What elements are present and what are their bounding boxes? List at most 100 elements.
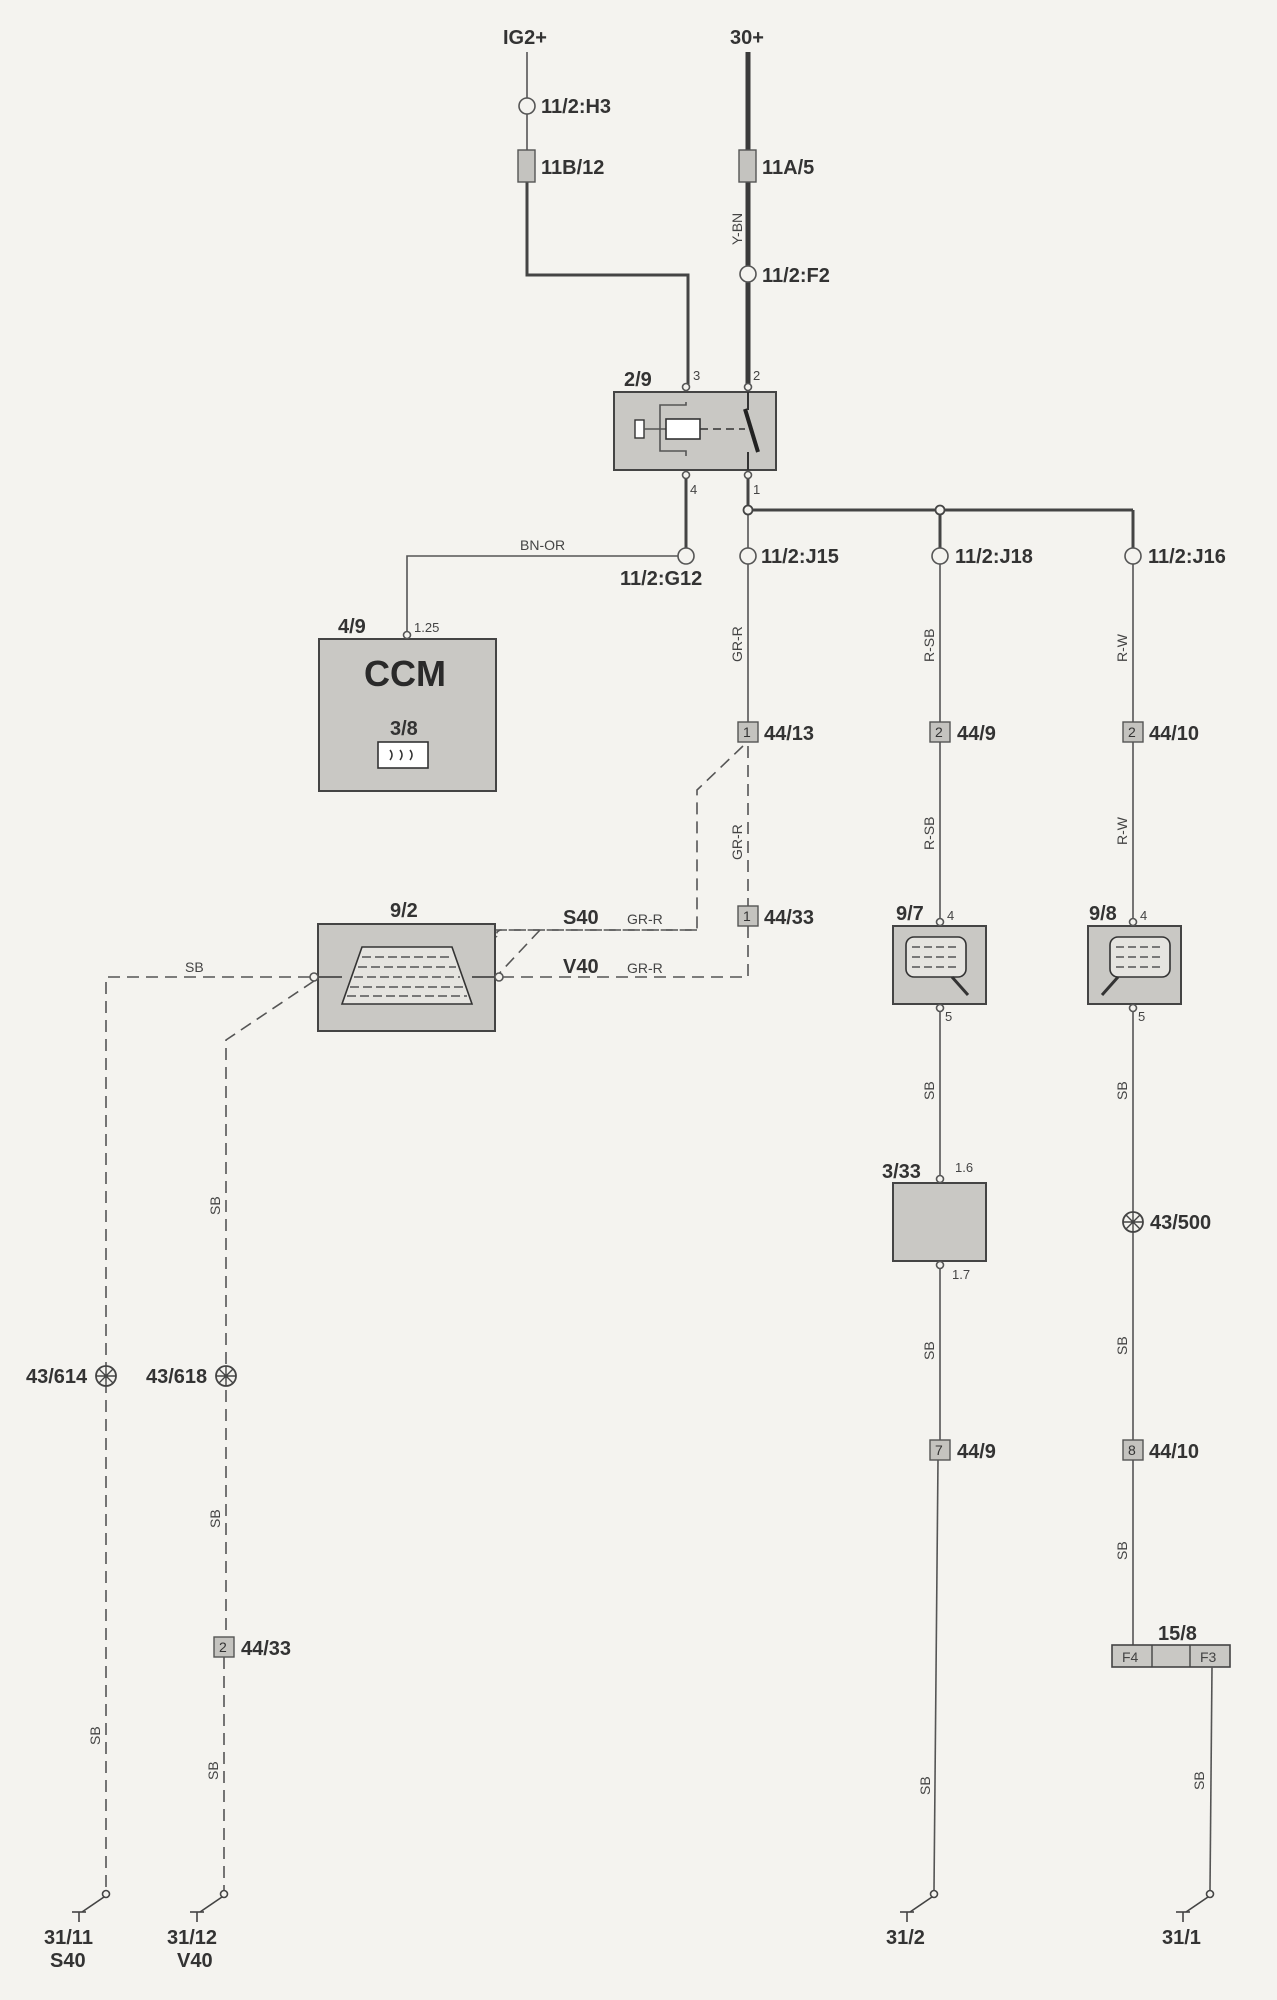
splice-500-label: 43/500 <box>1150 1212 1211 1234</box>
fuse-30-label: 11A/5 <box>762 157 814 179</box>
fuse-point-h3-label: 11/2:H3 <box>541 96 611 118</box>
wire-color-grr-v40v: GR-R <box>729 824 745 860</box>
connector-4433a-label: 44/33 <box>764 907 814 929</box>
wire-color-sb-tb: SB <box>1191 1771 1207 1790</box>
fuse-point-j16-label: 11/2:J16 <box>1148 546 1226 568</box>
fuse-point-g12-label: 11/2:G12 <box>620 568 702 590</box>
449b-to-ground-wire <box>933 1459 939 1891</box>
wire-color-grr-s40: GR-R <box>627 911 663 927</box>
fuse-ig-symbol <box>517 149 536 183</box>
ground-311-label: 31/1 <box>1162 1927 1201 1949</box>
connector-449b-box <box>929 1439 951 1461</box>
connector-4410a-label: 44/10 <box>1149 723 1199 745</box>
connector-4433a-num: 1 <box>743 908 751 924</box>
fuse-point-j15-node <box>739 547 757 565</box>
wire-color-grr-1: GR-R <box>729 626 745 662</box>
mirror-right-pin-in: 4 <box>1140 908 1147 923</box>
ig2-wire <box>525 52 690 385</box>
module-333-pin-in: 1.6 <box>955 1160 973 1175</box>
ground-3112-label: 31/12 <box>167 1927 217 1949</box>
module-333-id-label: 3/33 <box>882 1161 921 1183</box>
relay-pin1: 1 <box>753 482 760 497</box>
relay-id-label: 2/9 <box>624 369 652 391</box>
supply-ig2-label: IG2+ <box>503 27 547 49</box>
g12-to-ccm-wire <box>406 555 678 635</box>
supply-30-label: 30+ <box>730 27 764 49</box>
fuse-point-j16-node <box>1124 547 1142 565</box>
terminal-f4-label: F4 <box>1122 1649 1139 1665</box>
ccm-id-label: 4/9 <box>338 616 366 638</box>
fuse-point-g12-node <box>677 547 695 565</box>
terminal-f3-label: F3 <box>1200 1649 1217 1665</box>
s40-diagonal-wire <box>494 929 541 979</box>
connector-4433b-label: 44/33 <box>241 1638 291 1660</box>
ground-3111-label: 31/11 <box>44 1927 93 1949</box>
connector-449a-num: 2 <box>935 724 943 740</box>
module-333-pin-out: 1.7 <box>952 1267 970 1282</box>
fuse-point-j18-label: 11/2:J18 <box>955 546 1033 568</box>
wire-color-sb-v40-c: SB <box>205 1761 221 1780</box>
s40-label: S40 <box>563 907 599 929</box>
connector-449b-num: 7 <box>935 1442 943 1458</box>
splice-618-label: 43/618 <box>146 1366 207 1388</box>
ground-3111-model: S40 <box>50 1950 86 1972</box>
connector-449a-label: 44/9 <box>957 723 996 745</box>
splice-614-label: 43/614 <box>26 1366 88 1388</box>
v40-to-window-wire <box>500 926 749 978</box>
rear-window-heater <box>309 923 504 1032</box>
fuse-point-f2-label: 11/2:F2 <box>762 265 830 287</box>
wire-color-sb-333: SB <box>921 1341 937 1360</box>
terminal-block-id-label: 15/8 <box>1158 1623 1197 1645</box>
wire-color-sb-449b: SB <box>917 1776 933 1795</box>
ccm-name-label: CCM <box>364 653 446 694</box>
module-3-33 <box>892 1174 987 1270</box>
wire-color-ybn: Y-BN <box>729 213 745 245</box>
ground-311-symbol <box>1176 1889 1215 1922</box>
rear-window-ground-v40-wire <box>225 980 315 1637</box>
wire-color-sb-4410b: SB <box>1114 1541 1130 1560</box>
mirror-right-heater <box>1087 917 1182 1013</box>
wire-color-sb-s500: SB <box>1114 1336 1130 1355</box>
wire-color-rsb-1: R-SB <box>921 629 937 662</box>
wire-color-bnor: BN-OR <box>520 537 565 553</box>
splice-500-symbol <box>1122 1211 1144 1233</box>
s40-path-wire <box>494 745 744 938</box>
ccm-module <box>318 630 497 792</box>
wire-color-sb-s40-bot: SB <box>87 1726 103 1745</box>
ccm-pin-label: 1.25 <box>414 620 439 635</box>
connector-4410b-label: 44/10 <box>1149 1441 1199 1463</box>
s40-to-window-wire <box>496 929 697 937</box>
wire-color-rw-1: R-W <box>1114 633 1130 662</box>
distribution-bus <box>742 479 1135 548</box>
fuse-point-h3-node <box>518 97 536 115</box>
connector-449b-label: 44/9 <box>957 1441 996 1463</box>
mirror-left-pin-out: 5 <box>945 1009 952 1024</box>
fuse-ig-label: 11B/12 <box>541 157 604 179</box>
fuse-point-f2-node <box>739 265 757 283</box>
wire-color-sb-v40-a: SB <box>207 1196 223 1215</box>
wire-color-sb-ml: SB <box>921 1081 937 1100</box>
mirror-right-pin-out: 5 <box>1138 1009 1145 1024</box>
ground-3112-symbol <box>190 1889 229 1922</box>
wire-color-sb-s40-top: SB <box>185 959 204 975</box>
fuse-30-symbol <box>738 149 757 183</box>
wire-color-sb-mr: SB <box>1114 1081 1130 1100</box>
mirror-left-pin-in: 4 <box>947 908 954 923</box>
mirror-right-id-label: 9/8 <box>1089 903 1117 925</box>
ccm-sub-label: 3/8 <box>390 718 418 740</box>
wire-color-rsb-2: R-SB <box>921 817 937 850</box>
relay-2-9 <box>613 382 777 480</box>
v40-label: V40 <box>563 956 599 978</box>
connector-4413-label: 44/13 <box>764 723 814 745</box>
fuse-point-j15-label: 11/2:J15 <box>761 546 839 568</box>
rear-window-ground-s40-wire <box>105 976 310 1890</box>
terminal-block-15-8 <box>1111 1644 1231 1668</box>
connector-4410b-num: 8 <box>1128 1442 1136 1458</box>
connector-4413-box <box>737 721 759 743</box>
splice-618-symbol <box>215 1365 237 1387</box>
wire-color-sb-v40-b: SB <box>207 1509 223 1528</box>
wire-color-grr-v40h: GR-R <box>627 960 663 976</box>
relay-pin4: 4 <box>690 482 697 497</box>
rear-window-id-label: 9/2 <box>390 900 418 922</box>
